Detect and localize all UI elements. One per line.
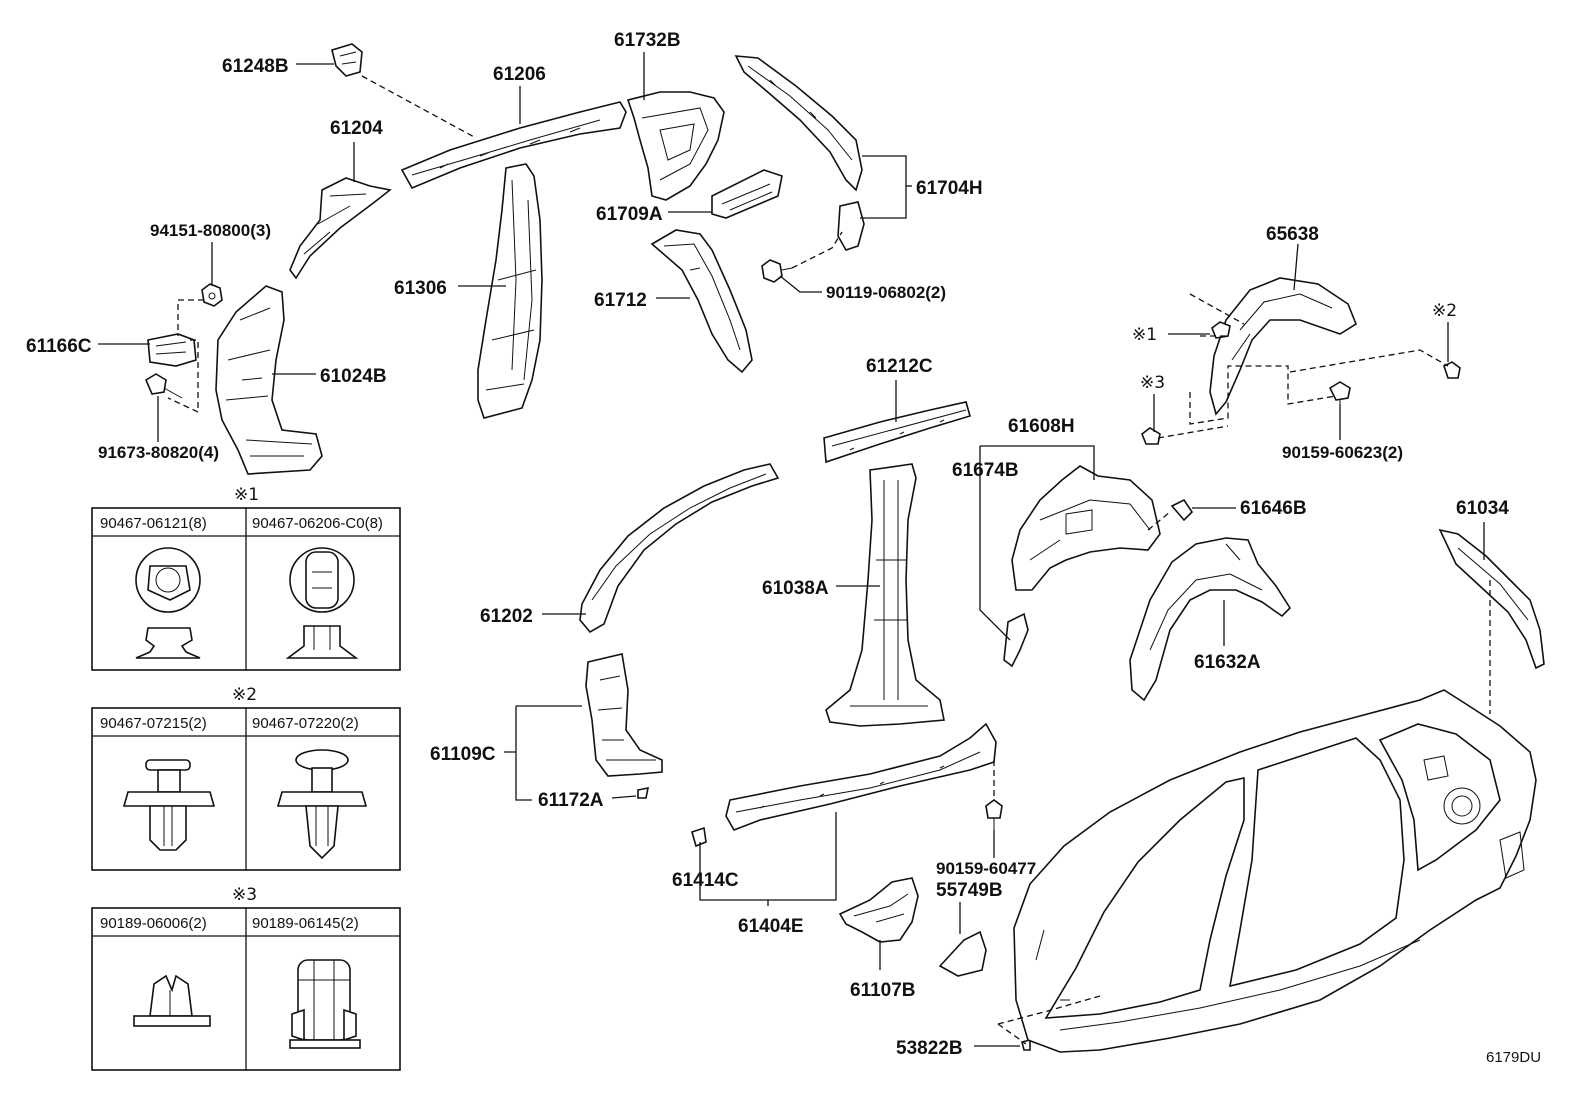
table-3-left-code: 90189-06006(2) (100, 915, 207, 932)
label-61306: 61306 (394, 278, 447, 299)
ref-mark-3: ※3 (1140, 373, 1165, 393)
label-61107b: 61107B (850, 980, 916, 1001)
part-61166c-shape (147, 333, 197, 367)
table-2-left-code: 90467-07215(2) (100, 715, 207, 732)
figure-code: 6179DU (1486, 1049, 1541, 1066)
part-61206-shape (400, 101, 627, 190)
part-61306-shape (477, 163, 543, 419)
part-61202-shape (579, 463, 780, 634)
part-61608h-shape (1011, 465, 1161, 591)
part-61704h-shape (734, 55, 865, 251)
label-61166c: 61166C (26, 336, 92, 357)
label-61632a: 61632A (1194, 652, 1261, 673)
label-61646b: 61646B (1240, 498, 1307, 519)
label-65638: 65638 (1266, 224, 1319, 245)
part-55749b-shape (938, 930, 987, 977)
fastener-table-1: 90467-06121(8) 90467-06206-C0(8) (91, 507, 401, 671)
part-61024b-shape (215, 285, 323, 475)
part-65638-shape (1209, 277, 1357, 416)
table-1-left-code: 90467-06121(8) (100, 515, 207, 532)
part-labels: 61248B 61206 61732B 61204 61709A 61704H … (26, 30, 1509, 1059)
part-65638-fasteners (1141, 321, 1461, 445)
table-tag-3: ※3 (232, 885, 257, 905)
label-61704h: 61704H (916, 178, 983, 199)
part-61172a-shape (637, 786, 650, 799)
ref-mark-1: ※1 (1132, 325, 1157, 345)
part-61109c-shape (585, 653, 663, 777)
part-94151-nut-shape (201, 283, 223, 307)
label-55749b: 55749B (936, 880, 1003, 901)
part-61034-shape (1438, 528, 1545, 670)
part-90119-bolt-shape (761, 259, 793, 283)
label-61212c: 61212C (866, 356, 933, 377)
label-61732b: 61732B (614, 30, 681, 51)
label-61204: 61204 (330, 118, 383, 139)
part-61709a-shape (711, 169, 783, 219)
label-61712: 61712 (594, 290, 647, 311)
nut-90189-06006-icon (133, 974, 211, 1027)
part-61712-shape (650, 229, 753, 374)
part-61732b-shape (626, 91, 725, 201)
part-61038a-shape (825, 463, 945, 727)
label-61038a: 61038A (762, 578, 829, 599)
part-61414c-shape (691, 826, 707, 848)
part-61212c-shape (823, 401, 971, 464)
label-91673-80820: 91673-80820(4) (98, 443, 219, 462)
part-90159-60477-bolt-shape (985, 799, 1003, 830)
label-90159-60477: 90159-60477 (936, 859, 1036, 878)
table-tag-1: ※1 (234, 485, 259, 505)
clip-90467-06206-icon (285, 547, 359, 659)
label-61034: 61034 (1456, 498, 1509, 519)
table-1-right-code: 90467-06206-C0(8) (252, 515, 383, 532)
nut-90189-06145-icon (289, 959, 361, 1049)
fastener-table-2: 90467-07215(2) 90467-07220(2) (91, 707, 401, 871)
label-61608h: 61608H (1008, 416, 1075, 437)
label-90119-06802: 90119-06802(2) (826, 283, 946, 302)
leader-lines (98, 52, 1485, 1047)
label-61404e: 61404E (738, 916, 804, 937)
part-61204-shape (289, 177, 392, 280)
reference-marks: ※1 ※2 ※3 ※1 ※2 ※3 (232, 301, 1457, 905)
label-61206: 61206 (493, 64, 546, 85)
table-3-right-code: 90189-06145(2) (252, 915, 359, 932)
part-61632a-shape (1129, 537, 1292, 702)
body-side-outer-shape (1013, 689, 1537, 1053)
part-91673-bolt-shape (144, 373, 183, 399)
label-61172a: 61172A (538, 790, 604, 811)
label-61248b: 61248B (222, 56, 289, 77)
part-61248b-shape (331, 43, 363, 77)
part-61404e-shape (725, 722, 997, 831)
fastener-table-3: 90189-06006(2) 90189-06145(2) (91, 907, 401, 1071)
label-90159-60623: 90159-60623(2) (1282, 443, 1403, 462)
part-61646b-shape (1170, 498, 1194, 522)
label-61709a: 61709A (596, 204, 663, 225)
clip-90467-07215-icon (122, 759, 216, 851)
clip-90467-07220-icon (276, 749, 368, 860)
ref-mark-2: ※2 (1432, 301, 1457, 321)
label-61202: 61202 (480, 606, 533, 627)
label-61024b: 61024B (320, 366, 387, 387)
label-61414c: 61414C (672, 870, 739, 891)
part-61107b-shape (838, 877, 919, 943)
table-2-right-code: 90467-07220(2) (252, 715, 359, 732)
table-tag-2: ※2 (232, 685, 257, 705)
part-61674b-shape (1003, 612, 1029, 668)
dashed-lines (167, 75, 1491, 1045)
clip-90467-06121-icon (135, 547, 201, 659)
label-61674b: 61674B (952, 460, 1019, 481)
label-53822b: 53822B (896, 1038, 963, 1059)
label-94151-80800: 94151-80800(3) (150, 221, 271, 240)
label-61109c: 61109C (430, 744, 496, 765)
